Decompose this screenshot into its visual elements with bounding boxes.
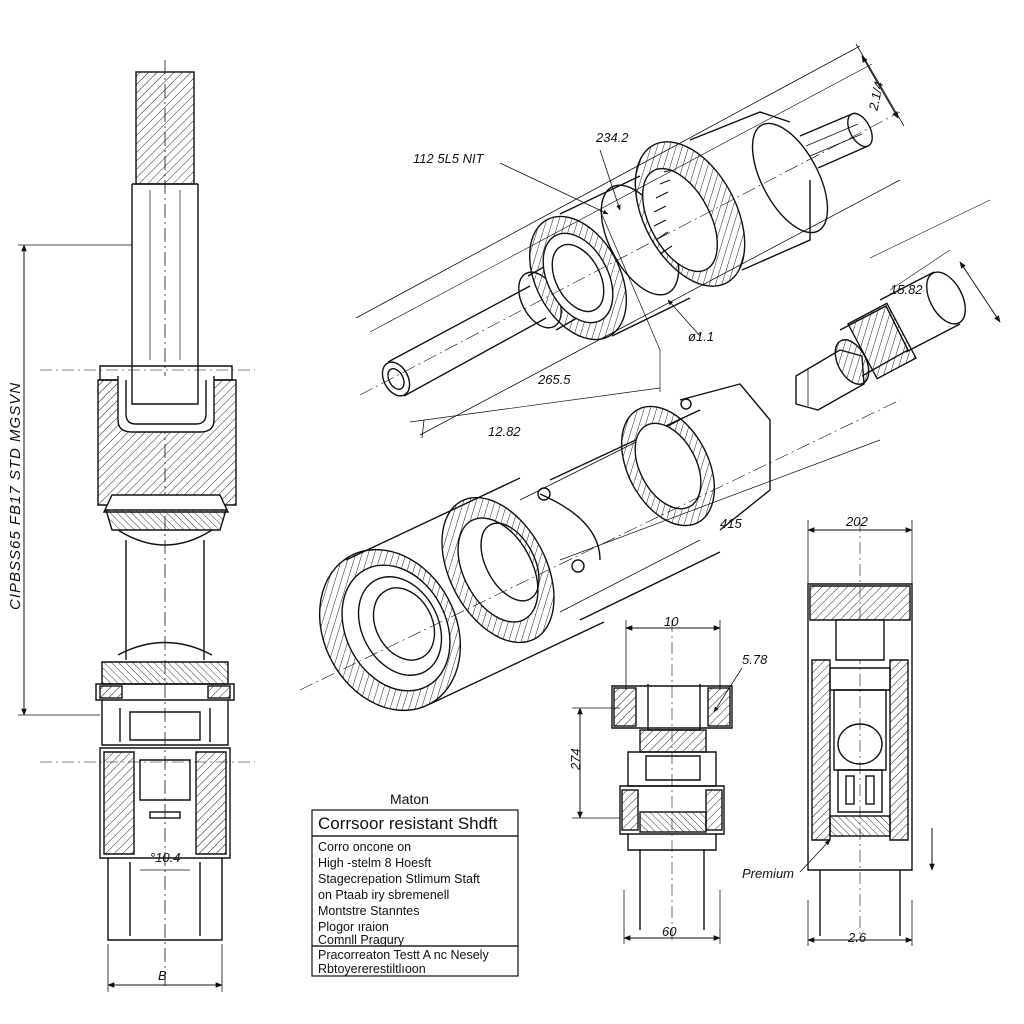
dim-sec1-top: 10 xyxy=(664,614,679,629)
legend-line: Comnll Pragury xyxy=(318,933,405,947)
dim-mid-length: 415 xyxy=(720,516,742,531)
dim-sec1-height: 274 xyxy=(568,748,583,771)
legend-title: Maton xyxy=(390,791,429,807)
left-section-view xyxy=(95,60,237,990)
section-view-1 xyxy=(572,620,743,944)
legend-line: on Ptaab iry sbremenell xyxy=(318,888,449,902)
legend-footer-line: Pracorreaton Testt A nc Nesely xyxy=(318,948,489,962)
legend-footer-line: Rbtoyererestiltlıoon xyxy=(318,962,426,976)
dim-left-inner: °10.4 xyxy=(150,850,181,865)
legend-line: Plogor ıraion xyxy=(318,920,389,934)
small-sleeve-part xyxy=(795,199,1001,411)
dim-sec2-bottom: 2.6 xyxy=(847,930,867,945)
dim-top-base: 12.82 xyxy=(488,424,521,439)
dim-top-upper: 234.2 xyxy=(595,130,629,145)
section-view-2 xyxy=(799,520,935,946)
legend-line: High -stelm 8 Hoesft xyxy=(318,856,432,870)
middle-isometric-shaft xyxy=(299,383,901,712)
dim-top-small: ø1.1 xyxy=(688,329,714,344)
legend-line: Stagecrepation Stlimum Staft xyxy=(318,872,480,886)
top-isometric-shaft xyxy=(359,111,901,397)
dim-sec1-right: 5.78 xyxy=(742,652,768,667)
dim-sec1-bottom: 60 xyxy=(662,924,677,939)
dim-top-length: 265.5 xyxy=(537,372,571,387)
dim-sec2-top: 202 xyxy=(845,514,868,529)
dim-top-right: 2.1/4 xyxy=(865,80,886,112)
legend-box xyxy=(311,809,519,977)
dim-top-part-no: 112 5L5 NIT xyxy=(413,151,485,166)
legend-line: Corro oncone on xyxy=(318,840,411,854)
dim-left-bottom: B xyxy=(158,968,167,983)
legend-heading: Corrsoor resistant Shdft xyxy=(318,814,498,833)
sec2-callout: Premium xyxy=(742,866,794,881)
dim-right-upper: 15.82 xyxy=(890,282,923,297)
side-label: CIPBSS65 FB17 STD MGSVN xyxy=(7,382,24,610)
legend-line: Montstre Stanntes xyxy=(318,904,419,918)
